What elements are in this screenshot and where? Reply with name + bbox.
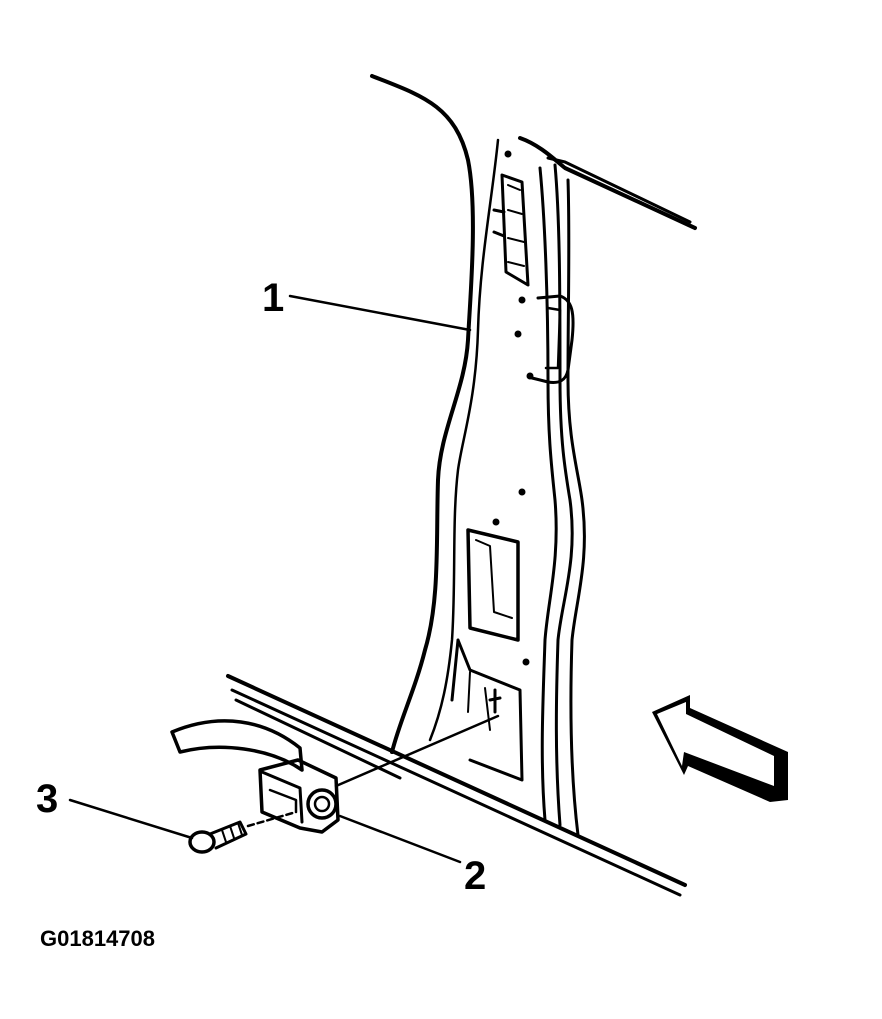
rocker-sill: [226, 674, 687, 897]
callout-3-label: 3: [36, 777, 58, 821]
pillar-panel: [370, 74, 697, 837]
clip-bracket: [258, 758, 340, 834]
callout-1-label: 1: [262, 276, 284, 320]
figure-id: G01814708: [40, 926, 155, 951]
view-direction-arrow-icon: [652, 695, 788, 802]
bolt: [188, 820, 248, 854]
wheel-arch: [170, 719, 304, 772]
callout-2-label: 2: [464, 854, 486, 898]
leader-lines: [68, 294, 500, 864]
